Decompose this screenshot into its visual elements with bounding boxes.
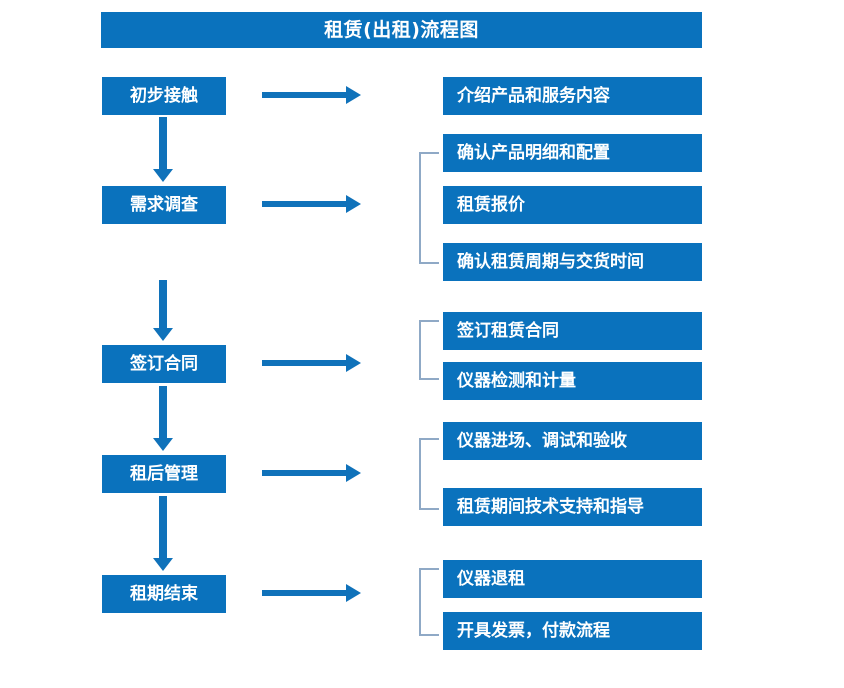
detail-label: 开具发票，付款流程 xyxy=(457,620,610,641)
group-bracket-sign-contract xyxy=(419,320,439,380)
detail-label: 租赁报价 xyxy=(457,194,525,215)
detail-label: 租赁期间技术支持和指导 xyxy=(457,496,644,517)
stage-label: 租期结束 xyxy=(130,583,198,604)
stage-box-post-rental-management[interactable]: 租后管理 xyxy=(102,455,226,493)
detail-box-instrument-return[interactable]: 仪器退租 xyxy=(443,560,702,598)
detail-box-invoice-payment[interactable]: 开具发票，付款流程 xyxy=(443,612,702,650)
connector-initial-to-survey-icon xyxy=(152,117,174,183)
detail-label: 确认租赁周期与交货时间 xyxy=(457,251,644,272)
diagram-title-banner: 租赁(出租)流程图 xyxy=(101,12,702,48)
detail-box-confirm-product-spec[interactable]: 确认产品明细和配置 xyxy=(443,134,702,172)
detail-label: 确认产品明细和配置 xyxy=(457,142,610,163)
group-bracket-lease-end xyxy=(419,568,439,636)
stage-box-sign-contract[interactable]: 签订合同 xyxy=(102,345,226,383)
detail-label: 签订租赁合同 xyxy=(457,320,559,341)
detail-box-confirm-lease-period[interactable]: 确认租赁周期与交货时间 xyxy=(443,243,702,281)
detail-label: 介绍产品和服务内容 xyxy=(457,85,610,106)
detail-label: 仪器进场、调试和验收 xyxy=(457,430,627,451)
stage-label: 签订合同 xyxy=(130,353,198,374)
arrow-post-rental-management-icon xyxy=(262,462,362,484)
detail-label: 仪器检测和计量 xyxy=(457,370,576,391)
detail-label: 仪器退租 xyxy=(457,568,525,589)
diagram-title: 租赁(出租)流程图 xyxy=(324,18,479,41)
arrow-requirement-survey-icon xyxy=(262,193,362,215)
detail-box-intro-products[interactable]: 介绍产品和服务内容 xyxy=(443,77,702,115)
connector-contract-to-management-icon xyxy=(152,386,174,452)
arrow-sign-contract-icon xyxy=(262,352,362,374)
stage-label: 租后管理 xyxy=(130,463,198,484)
stage-box-requirement-survey[interactable]: 需求调查 xyxy=(102,186,226,224)
stage-box-lease-end[interactable]: 租期结束 xyxy=(102,575,226,613)
group-bracket-requirement-survey xyxy=(419,152,439,264)
stage-label: 初步接触 xyxy=(130,85,198,106)
detail-box-sign-lease-agreement[interactable]: 签订租赁合同 xyxy=(443,312,702,350)
stage-box-initial-contact[interactable]: 初步接触 xyxy=(102,77,226,115)
stage-label: 需求调查 xyxy=(130,194,198,215)
arrow-initial-contact-icon xyxy=(262,84,362,106)
detail-box-technical-support[interactable]: 租赁期间技术支持和指导 xyxy=(443,488,702,526)
detail-box-rental-quotation[interactable]: 租赁报价 xyxy=(443,186,702,224)
detail-box-instrument-entry-commissioning[interactable]: 仪器进场、调试和验收 xyxy=(443,422,702,460)
connector-survey-to-contract-icon xyxy=(152,280,174,342)
group-bracket-post-rental-management xyxy=(419,438,439,510)
connector-management-to-lease-end-icon xyxy=(152,496,174,572)
arrow-lease-end-icon xyxy=(262,582,362,604)
detail-box-instrument-inspection[interactable]: 仪器检测和计量 xyxy=(443,362,702,400)
